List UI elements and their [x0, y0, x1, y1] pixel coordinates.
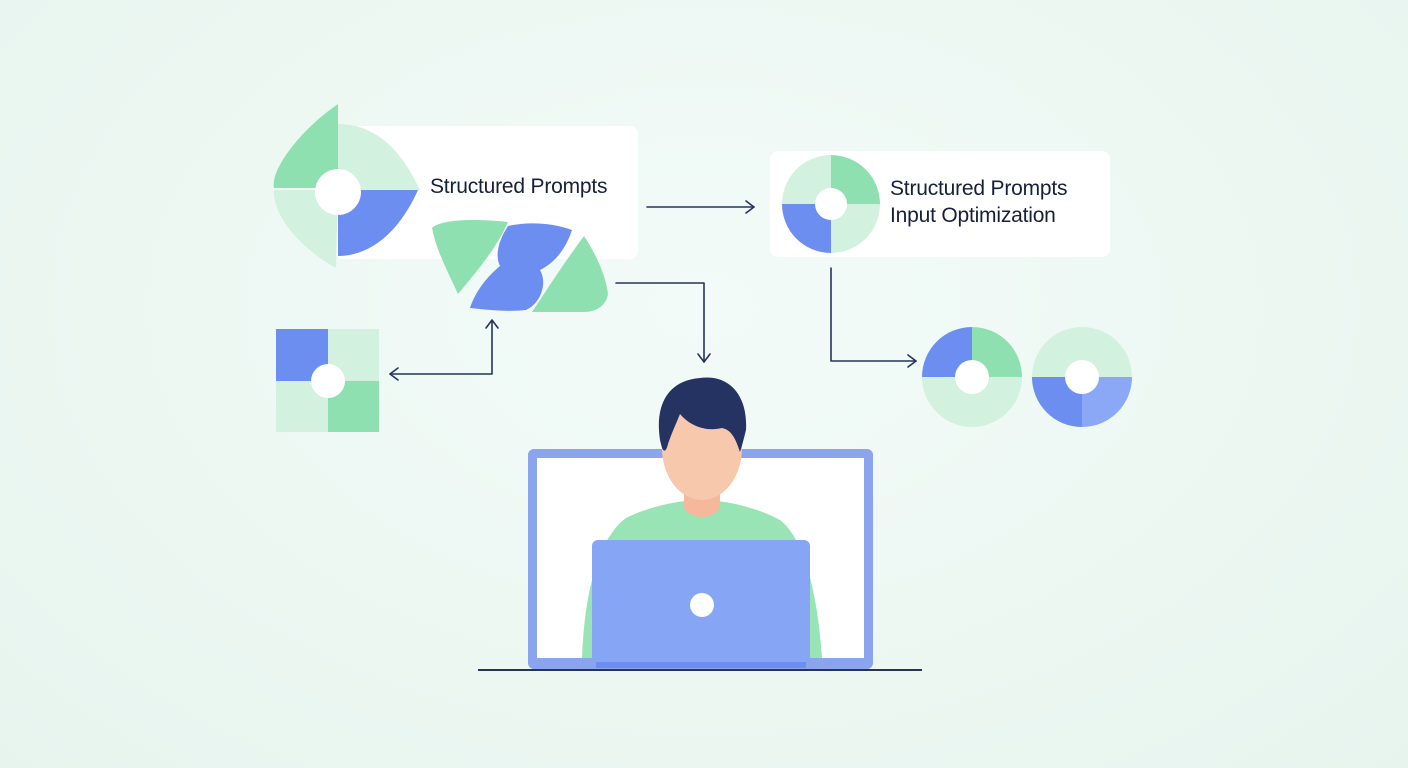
segmented-circle-icon: [1032, 327, 1132, 427]
card-title-structured-prompts-2: Structured Prompts: [890, 177, 1068, 200]
card-title-input-optimization: Input Optimization: [890, 204, 1056, 227]
arrow-to-square: [389, 321, 493, 375]
arrow-to-circles: [830, 267, 917, 362]
quadrant-square-icon: [276, 329, 379, 432]
arrow-to-person: [615, 282, 705, 363]
card-title-structured-prompts: Structured Prompts: [430, 175, 608, 198]
segmented-circle-icon: [782, 155, 880, 253]
connector-arrows: [389, 200, 917, 381]
segmented-circle-icon: [922, 327, 1022, 427]
eye-segment-icon: [273, 104, 420, 268]
laptop-icon: [592, 540, 810, 668]
card-structured-prompts: [335, 126, 638, 259]
triangle-swirl-icon: [432, 220, 608, 312]
